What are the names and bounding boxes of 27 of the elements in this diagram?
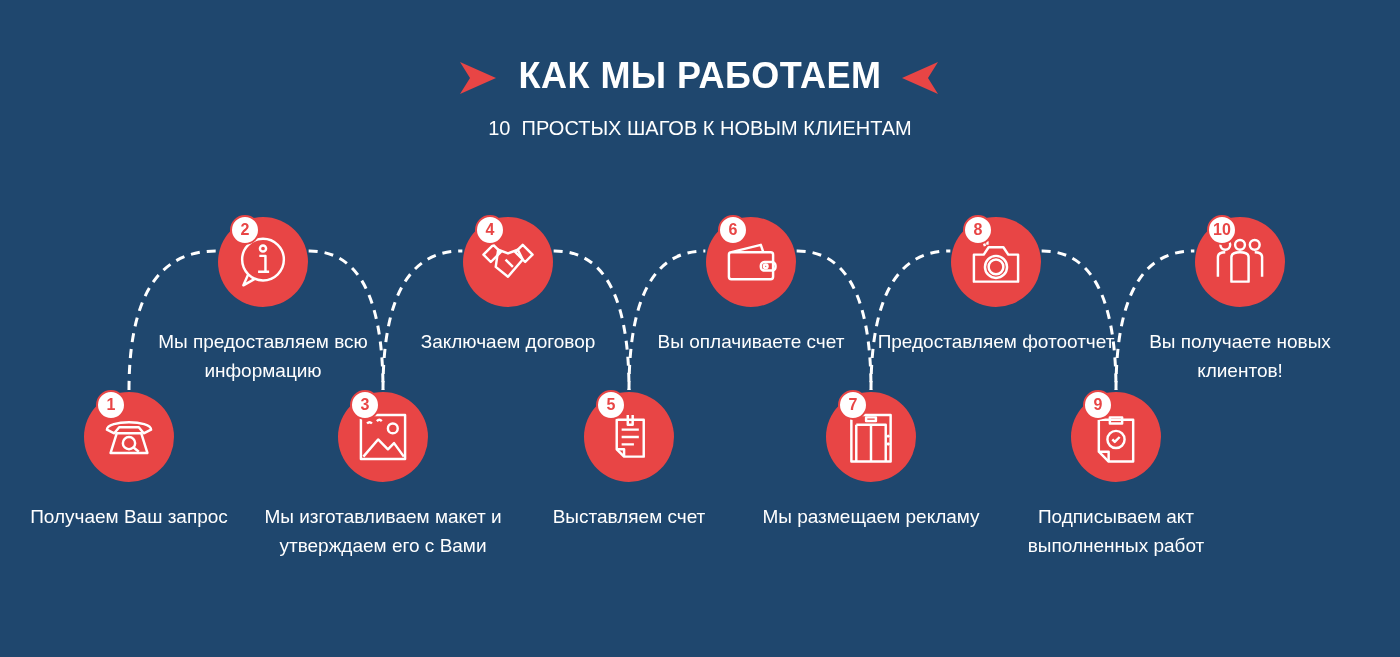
- dashed-connector: [1114, 249, 1195, 391]
- step-number: 10: [1207, 215, 1237, 245]
- step-number: 8: [963, 215, 993, 245]
- subtitle: 10 ПРОСТЫХ ШАГОВ К НОВЫМ КЛИЕНТАМ: [488, 117, 912, 139]
- step-number: 2: [230, 215, 260, 245]
- step-number: 4: [475, 215, 505, 245]
- step-caption: Подписываем акт выполненных работ: [1026, 505, 1206, 558]
- step-number: 1: [96, 390, 126, 420]
- step-caption: Получаем Ваш запрос: [30, 505, 228, 529]
- step-number: 5: [596, 390, 626, 420]
- step-number: 7: [838, 390, 868, 420]
- step-caption: Мы предоставляем всю информацию: [157, 330, 369, 383]
- dashed-connector: [627, 249, 706, 391]
- step-caption: Вы оплачиваете счет: [657, 330, 845, 354]
- step-caption: Вы получаете новых клиентов!: [1148, 330, 1332, 383]
- dashed-connector: [127, 249, 218, 391]
- dashed-connector: [381, 249, 463, 391]
- step-number: 3: [350, 390, 380, 420]
- step-caption: Мы изготавливаем макет и утверждаем его с Вами: [263, 505, 503, 558]
- step-number: 9: [1083, 390, 1113, 420]
- step-caption: Мы размещаем рекламу: [762, 505, 980, 529]
- dashed-connector: [869, 249, 951, 391]
- title: КАК МЫ РАБОТАЕМ: [518, 55, 882, 96]
- step-caption: Выставляем счет: [552, 505, 706, 529]
- step-caption: Предоставляем фотоотчет: [877, 330, 1115, 354]
- step-caption: Заключаем договор: [420, 330, 596, 354]
- step-number: 6: [718, 215, 748, 245]
